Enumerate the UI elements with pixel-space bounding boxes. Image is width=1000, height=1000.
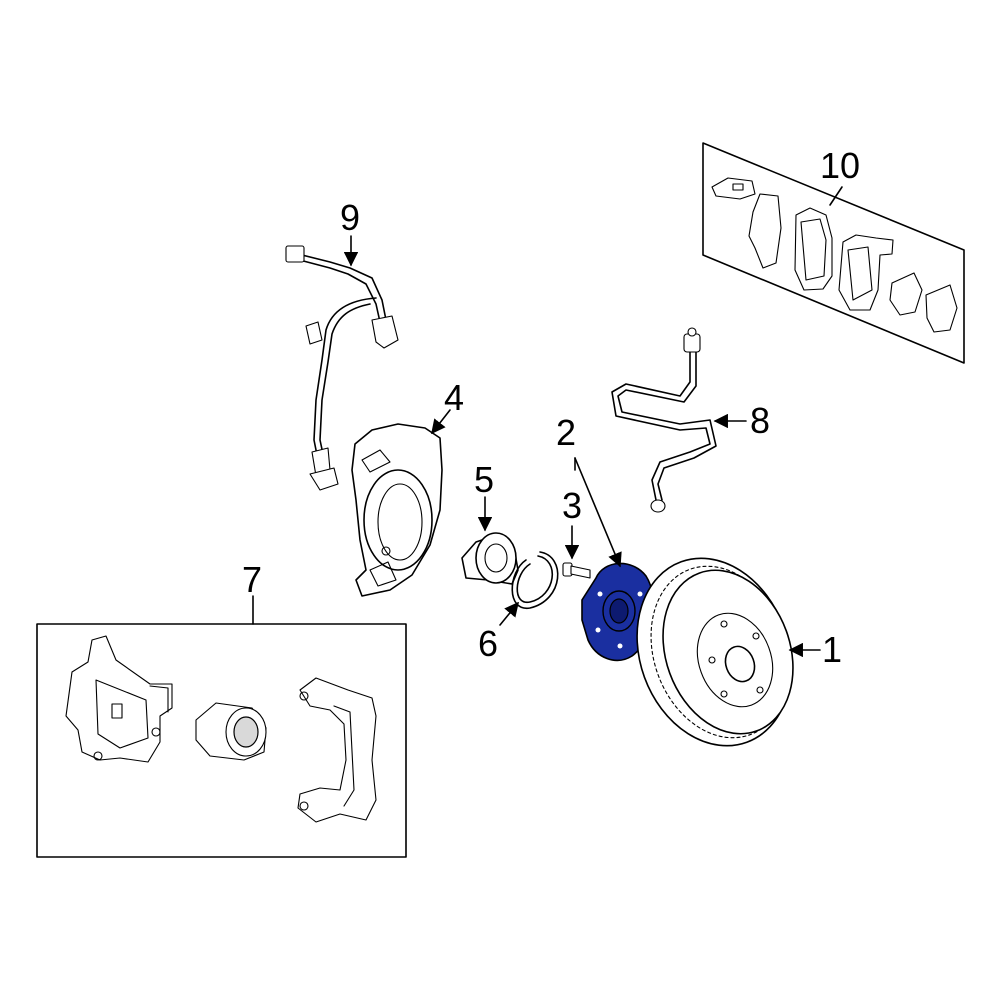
callout-9: 9 [340, 197, 360, 238]
wheel-hub-part[interactable]: 2 [556, 412, 655, 662]
wheel-bearing-part[interactable]: 5 [461, 459, 519, 585]
callout-3: 3 [562, 485, 582, 526]
callout-4: 4 [444, 377, 464, 418]
callout-6: 6 [478, 623, 498, 664]
callout-5: 5 [474, 459, 494, 500]
hub-bolt-part[interactable]: 3 [562, 485, 591, 579]
callout-8: 8 [750, 400, 770, 441]
wheel-speed-sensor-part[interactable]: 9 [285, 197, 399, 491]
callout-2: 2 [556, 412, 576, 453]
brake-rotor-part[interactable]: 1 [612, 536, 842, 767]
brake-hose-part[interactable]: 8 [611, 327, 770, 513]
callout-7: 7 [242, 559, 262, 600]
caliper-kit-part[interactable]: 7 [36, 559, 407, 858]
callout-1: 1 [822, 629, 842, 670]
splash-shield-part[interactable]: 4 [351, 377, 464, 597]
snap-ring-part[interactable]: 6 [478, 551, 559, 664]
brake-pad-kit-part[interactable]: 10 [702, 142, 965, 364]
callout-10: 10 [820, 145, 860, 186]
